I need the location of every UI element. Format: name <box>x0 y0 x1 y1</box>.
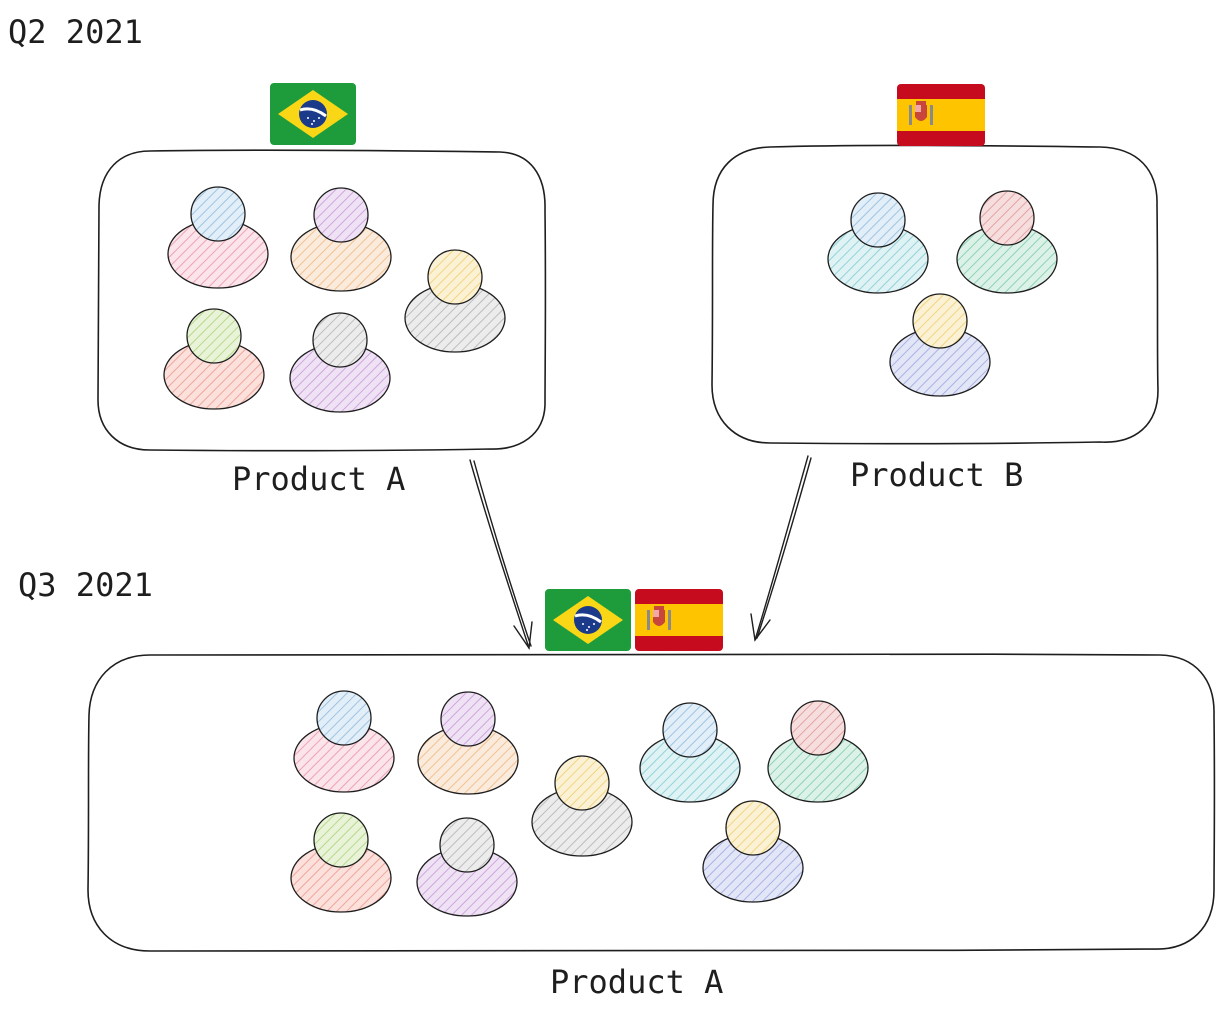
person-icon <box>416 817 518 917</box>
person-icon <box>956 190 1058 294</box>
merged-team-group: Product A <box>87 589 1216 1001</box>
brazil-flag-icon <box>545 589 631 651</box>
person-icon <box>163 308 265 410</box>
person-icon <box>289 312 391 413</box>
person-icon <box>404 249 506 353</box>
person-icon <box>767 700 869 803</box>
person-icon <box>290 812 392 913</box>
brazil-team-label: Product A <box>232 460 405 498</box>
q3-label: Q3 2021 <box>18 566 153 604</box>
brazil-team-box <box>97 149 547 452</box>
person-icon <box>167 186 269 289</box>
merged-team-box <box>87 652 1216 952</box>
brazil-team-group: Product A <box>97 83 547 498</box>
spain-flag-icon <box>635 589 723 651</box>
person-icon <box>827 192 929 294</box>
person-icon <box>702 800 804 903</box>
spain-flag-icon <box>897 84 985 146</box>
spain-team-label: Product B <box>850 456 1023 494</box>
person-icon <box>290 187 392 292</box>
merge-arrow-left <box>469 459 533 650</box>
spain-team-box <box>711 144 1159 445</box>
q2-label: Q2 2021 <box>8 13 143 51</box>
person-icon <box>417 691 519 795</box>
person-icon <box>531 755 633 857</box>
person-icon <box>639 702 741 803</box>
person-icon <box>293 690 395 793</box>
merged-team-label: Product A <box>550 963 723 1001</box>
spain-team-group: Product B <box>711 84 1159 494</box>
brazil-flag-icon <box>270 83 356 145</box>
person-icon <box>889 293 991 397</box>
merge-arrow-right <box>750 455 812 642</box>
